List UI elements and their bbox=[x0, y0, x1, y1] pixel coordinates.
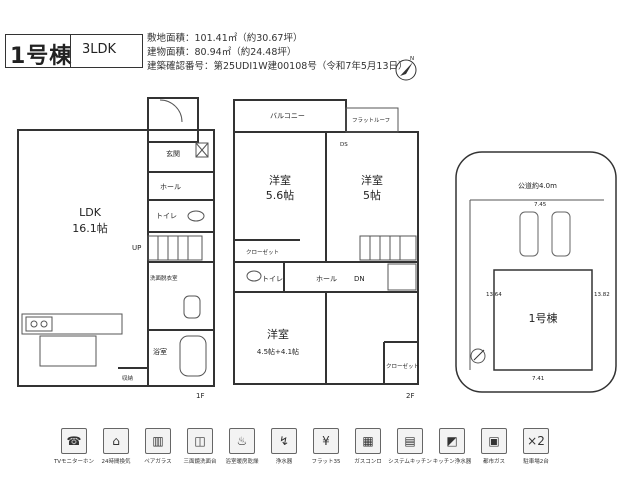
rain-gutter-icon: ◩ bbox=[439, 428, 465, 454]
feature-label: キッチン浄水器 bbox=[432, 459, 472, 465]
feature-item: ▦ ガスコンロ bbox=[349, 428, 387, 476]
ds-label: DS bbox=[340, 142, 348, 148]
entrance-label: 玄関 bbox=[166, 149, 180, 158]
building-number: 1号棟 bbox=[10, 44, 73, 69]
feature-label: ペアガラス bbox=[144, 459, 172, 465]
gas-stove-icon: ▦ bbox=[355, 428, 381, 454]
dn-label: DN bbox=[354, 275, 365, 283]
feature-label: TVモニターホン bbox=[53, 459, 95, 465]
dim-left: 13.64 bbox=[486, 292, 502, 298]
feature-item: ◩ キッチン浄水器 bbox=[433, 428, 471, 476]
room-b-label: 洋室 bbox=[361, 173, 383, 187]
up-label: UP bbox=[132, 244, 141, 252]
room-a-size: 5.6帖 bbox=[266, 189, 295, 202]
feature-label: 浄水器 bbox=[275, 459, 293, 465]
room-c-label: 洋室 bbox=[267, 327, 289, 341]
room-b-size: 5帖 bbox=[363, 189, 381, 202]
feature-label: フラット35 bbox=[311, 459, 341, 465]
bath-label: 浴室 bbox=[153, 347, 167, 356]
storage-label: 収納 bbox=[122, 374, 134, 382]
toilet-label-1f: トイレ bbox=[156, 212, 177, 220]
floor-1f-label: 1F bbox=[196, 392, 204, 400]
svg-text:N: N bbox=[410, 56, 414, 62]
feature-label: システムキッチン bbox=[388, 459, 432, 465]
feature-item: ▣ 都市ガス bbox=[475, 428, 513, 476]
header-divider bbox=[70, 34, 71, 68]
floor-2f-label: 2F bbox=[406, 392, 414, 400]
ldk-size: 16.1帖 bbox=[72, 222, 108, 235]
closet2-label: クローゼット bbox=[386, 362, 419, 370]
mirror-vanity-icon: ◫ bbox=[187, 428, 213, 454]
plan-type: 3LDK bbox=[82, 42, 117, 57]
ldk-label: LDK bbox=[79, 206, 102, 219]
flat-roof-label: フラットルーフ bbox=[352, 117, 390, 124]
feature-label: 駐車場2台 bbox=[523, 459, 549, 465]
closet-label: クローゼット bbox=[246, 248, 279, 256]
feature-label: ガスコンロ bbox=[354, 459, 382, 465]
city-gas-icon: ▣ bbox=[481, 428, 507, 454]
feature-label: 三面鏡洗面台 bbox=[183, 459, 217, 465]
flat-35-icon: ¥ bbox=[313, 428, 339, 454]
feature-label: 24時間換気 bbox=[101, 459, 131, 465]
feature-item: ×2 駐車場2台 bbox=[517, 428, 555, 476]
features-row: ☎ TVモニターホン ⌂ 24時間換気 ▥ ペアガラス ◫ 三面鏡洗面台 ♨ 浴室暖房乾燥… bbox=[53, 428, 575, 476]
site-building-label: 1号棟 bbox=[529, 311, 558, 325]
hall-label-1f: ホール bbox=[160, 183, 181, 191]
water-purifier-icon: ↯ bbox=[271, 428, 297, 454]
washroom-label: 洗面脱衣室 bbox=[150, 274, 178, 282]
permit-number: 建築確認番号：第25UDI1W建00108号（令和7年5月13日） bbox=[147, 61, 408, 72]
intercom-icon: ☎ bbox=[61, 428, 87, 454]
system-kitchen-icon: ▤ bbox=[397, 428, 423, 454]
pair-glass-icon: ▥ bbox=[145, 428, 171, 454]
hall-label-2f: ホール bbox=[316, 275, 337, 283]
dim-right: 13.82 bbox=[594, 292, 610, 298]
bath-dryer-icon: ♨ bbox=[229, 428, 255, 454]
land-area: 敷地面積：101.41㎡（約30.67坪） bbox=[147, 33, 303, 44]
feature-label: 都市ガス bbox=[482, 459, 505, 465]
feature-label: 浴室暖房乾燥 bbox=[225, 459, 259, 465]
feature-item: ↯ 浄水器 bbox=[265, 428, 303, 476]
feature-item: ⌂ 24時間換気 bbox=[97, 428, 135, 476]
room-c-size: 4.5帖+4.1帖 bbox=[257, 347, 299, 356]
feature-item: ◫ 三面鏡洗面台 bbox=[181, 428, 219, 476]
compass-icon: N bbox=[395, 56, 417, 81]
room-a-label: 洋室 bbox=[269, 173, 291, 187]
toilet-label-2f: トイレ bbox=[262, 275, 283, 283]
ventilation-icon: ⌂ bbox=[103, 428, 129, 454]
feature-item: ▤ システムキッチン bbox=[388, 428, 432, 476]
dim-bottom: 7.41 bbox=[532, 376, 544, 382]
feature-item: ☎ TVモニターホン bbox=[53, 428, 95, 476]
feature-item: ¥ フラット35 bbox=[307, 428, 345, 476]
road-label: 公道約4.0m bbox=[518, 181, 557, 190]
feature-item: ▥ ペアガラス bbox=[139, 428, 177, 476]
feature-item: ♨ 浴室暖房乾燥 bbox=[223, 428, 261, 476]
balcony-label: バルコニー bbox=[270, 112, 305, 120]
parking-icon: ×2 bbox=[523, 428, 549, 454]
header-box bbox=[5, 34, 143, 68]
floor-area: 建物面積：80.94㎡（約24.48坪） bbox=[147, 47, 297, 58]
dim-top: 7.45 bbox=[534, 202, 547, 208]
